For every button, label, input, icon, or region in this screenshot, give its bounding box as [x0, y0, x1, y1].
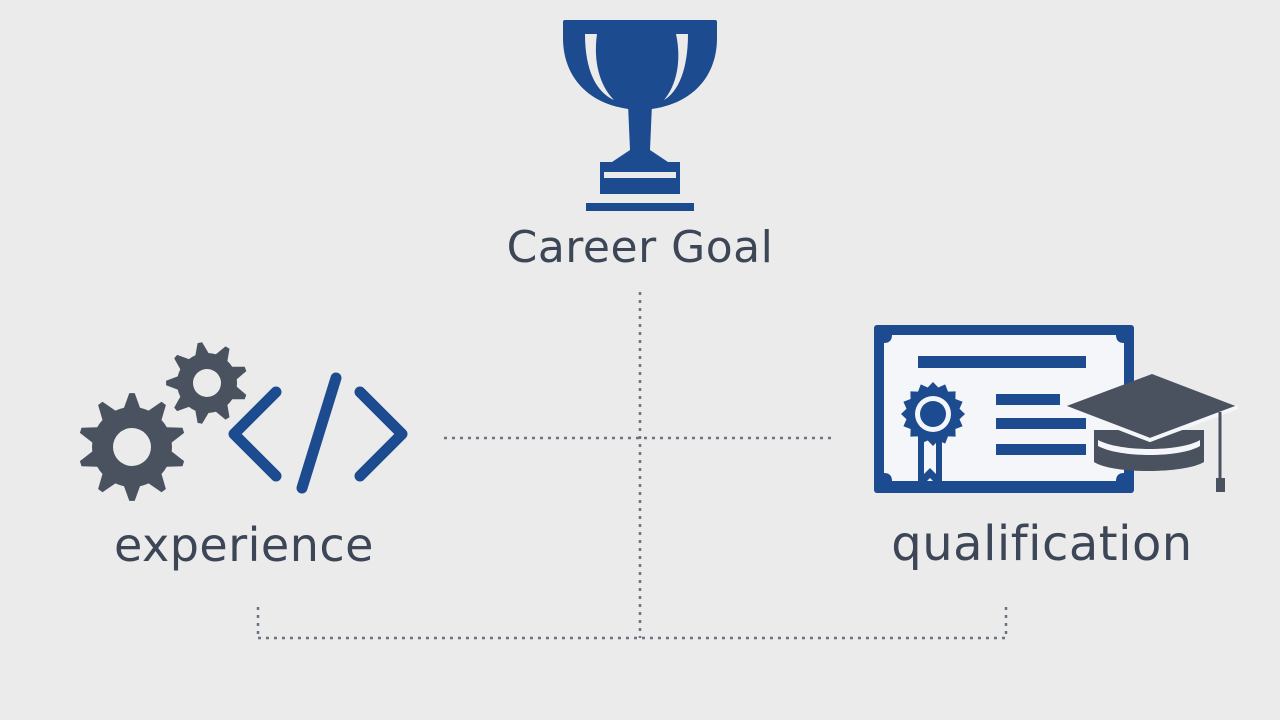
code-right-angle	[354, 386, 408, 482]
gear-hole	[193, 369, 221, 397]
certificate-text-line	[996, 444, 1086, 455]
certificate-text-line	[996, 394, 1060, 405]
certificate-title-bar	[918, 356, 1086, 368]
award-ribbon-icon	[901, 382, 965, 490]
experience-label: experience	[114, 518, 374, 572]
code-slash	[296, 372, 342, 494]
gear-small-icon	[166, 342, 247, 424]
certificate-icon	[874, 325, 1134, 493]
code-left-angle	[228, 386, 282, 482]
career-goal-label: Career Goal	[506, 222, 774, 273]
gear-large-icon	[79, 393, 185, 501]
qualification-label: qualification	[891, 516, 1193, 572]
gears-icon	[79, 342, 247, 501]
connector-lines	[256, 292, 1008, 640]
graduation-cap-icon	[1063, 374, 1239, 492]
code-brackets-icon	[228, 372, 408, 494]
seal-core	[920, 401, 946, 427]
trophy-icon	[563, 20, 717, 211]
gear-hole	[113, 428, 151, 466]
certificate-text-line	[996, 418, 1086, 429]
